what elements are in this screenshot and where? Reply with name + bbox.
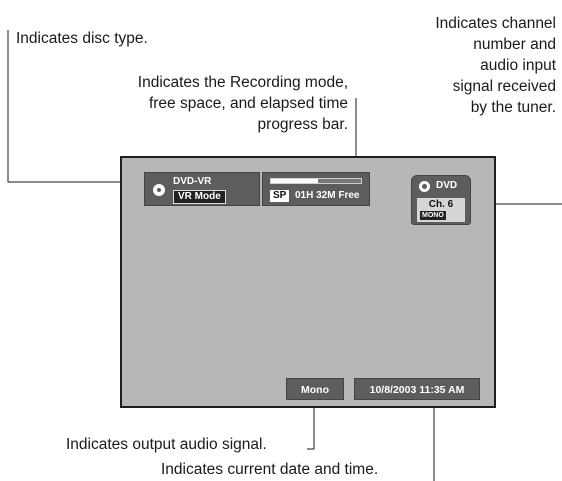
- channel-number: Ch. 6: [428, 199, 454, 210]
- callout-channel-line: audio input: [480, 57, 556, 74]
- callout-recording-line: Indicates the Recording mode,: [137, 74, 348, 91]
- channel-info-panel: DVD Ch. 6 MONO: [411, 175, 471, 225]
- callout-channel-line: Indicates channel: [435, 15, 556, 32]
- datetime-label: 10/8/2003 11:35 AM: [369, 384, 465, 396]
- tv-screen: DVD-VR VR Mode SP 01H 32M Free DVD Ch. 6…: [120, 156, 496, 408]
- elapsed-progress-bar: [270, 178, 362, 184]
- callout-channel-line: by the tuner.: [470, 99, 556, 116]
- audio-input-badge: MONO: [420, 211, 446, 220]
- free-space-text: 01H 32M Free: [295, 190, 360, 201]
- elapsed-progress-fill: [271, 179, 318, 183]
- callout-channel-line: signal received: [452, 78, 556, 95]
- recording-info-panel: SP 01H 32M Free: [262, 172, 370, 206]
- source-label: DVD: [436, 180, 458, 191]
- disc-info-panel: DVD-VR VR Mode: [144, 172, 260, 206]
- audio-output-label: Mono: [301, 384, 329, 396]
- audio-output-panel: Mono: [286, 378, 344, 400]
- callout-channel-line: number and: [473, 36, 556, 53]
- disc-mode-badge: VR Mode: [173, 190, 226, 204]
- disc-type-label: DVD-VR: [173, 176, 212, 187]
- recording-mode-badge: SP: [270, 190, 290, 202]
- callout-recording-mode: Indicates the Recording mode, free space…: [138, 72, 348, 135]
- callout-channel: Indicates channel number and audio input…: [435, 13, 556, 118]
- dvd-disc-icon: [419, 181, 430, 192]
- callout-disc-type: Indicates disc type.: [16, 30, 148, 47]
- callout-recording-line: progress bar.: [257, 116, 348, 133]
- callout-date-time: Indicates current date and time.: [161, 461, 379, 478]
- datetime-panel: 10/8/2003 11:35 AM: [354, 378, 480, 400]
- disc-icon: [153, 184, 165, 196]
- callout-recording-line: free space, and elapsed time: [148, 95, 348, 112]
- callout-output-audio: Indicates output audio signal.: [66, 436, 267, 453]
- channel-source-header: DVD: [412, 176, 470, 196]
- channel-number-panel: Ch. 6 MONO: [417, 198, 465, 222]
